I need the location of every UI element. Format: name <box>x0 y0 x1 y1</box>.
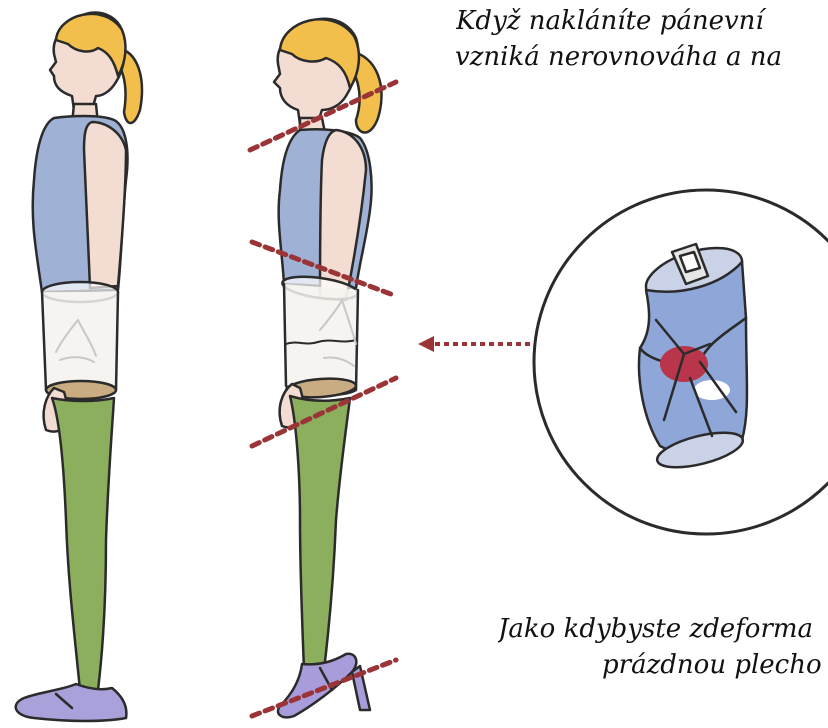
neutral-posture-figure <box>16 13 142 722</box>
comparison-arrow <box>418 336 530 352</box>
arm <box>84 122 126 288</box>
bottom-caption-line-1: Jako kdybyste zdeforma <box>498 612 828 648</box>
top-caption-line-1: Když nakláníte pánevní <box>456 4 828 40</box>
tilted-posture-figure <box>274 19 382 718</box>
leggings <box>290 396 350 670</box>
bottom-caption: Jako kdybyste zdeforma prázdnou plecho <box>498 612 828 684</box>
bottom-caption-line-2: prázdnou plecho <box>602 648 828 684</box>
pelvis-cylinder <box>42 292 118 395</box>
shoe <box>16 684 127 721</box>
high-heel-shoe <box>278 654 356 718</box>
top-caption-line-2: vzniká nerovnováha a na <box>456 40 828 76</box>
arrow-head <box>418 336 434 352</box>
top-caption: Když nakláníte pánevní vzniká nerovnováh… <box>456 4 828 76</box>
crushed-can-illustration <box>534 190 828 534</box>
leggings <box>52 398 114 690</box>
